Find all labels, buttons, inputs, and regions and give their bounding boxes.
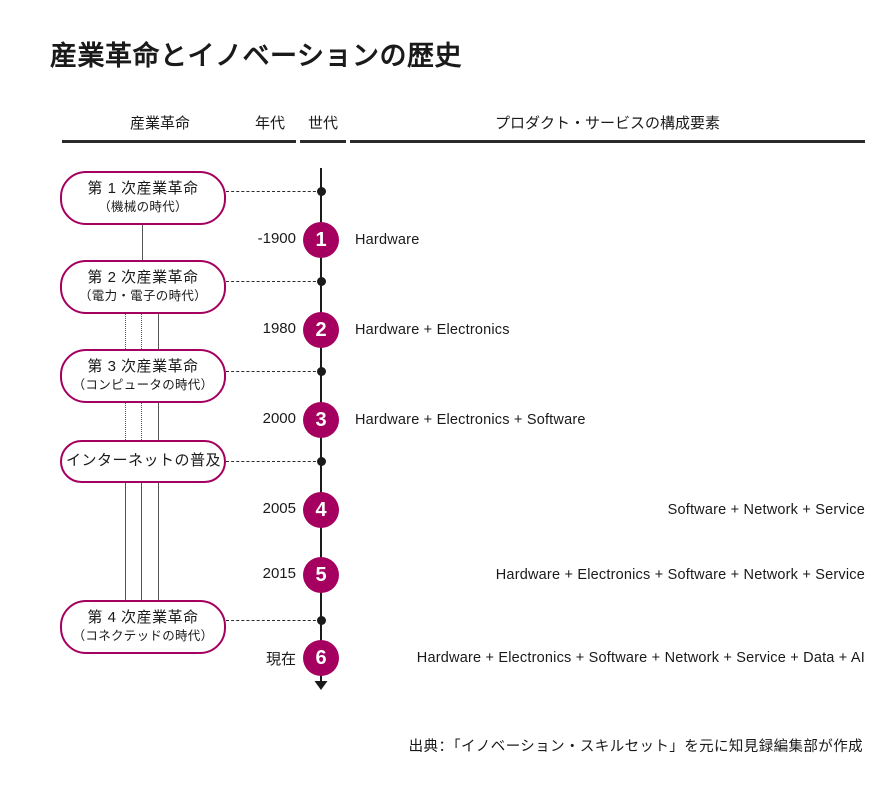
row-components: Hardware + Electronics + Software + Netw… bbox=[495, 567, 865, 583]
connector-dotted-1b bbox=[141, 312, 142, 351]
connector-dotted-2a bbox=[125, 401, 126, 442]
generation-badge-2[interactable]: 2 bbox=[303, 312, 339, 348]
row-components: Hardware + Electronics + Software + Netw… bbox=[416, 650, 865, 666]
connector-solid-2 bbox=[158, 312, 159, 351]
row-year: 2000 bbox=[262, 410, 296, 427]
leader-line-3 bbox=[226, 461, 321, 462]
leader-line-1 bbox=[226, 281, 321, 282]
era-box-title: 第 2 次産業革命 bbox=[87, 269, 199, 286]
era-box-subtitle: （機械の時代） bbox=[98, 200, 188, 215]
row-year: -1900 bbox=[257, 230, 296, 247]
leader-line-2 bbox=[226, 371, 321, 372]
connector-solid-4b bbox=[141, 482, 142, 602]
source-caption: 出典：「イノベーション・スキルセット」を元に知見録編集部が作成 bbox=[408, 739, 863, 755]
era-box-subtitle: （電力・電子の時代） bbox=[78, 289, 207, 304]
era-box-title: 第 1 次産業革命 bbox=[87, 180, 199, 197]
column-rule-revolution bbox=[62, 140, 258, 143]
generation-badge-5[interactable]: 5 bbox=[303, 557, 339, 593]
connector-dotted-1a bbox=[125, 312, 126, 351]
axis-node-2 bbox=[317, 367, 326, 376]
row-year: 2015 bbox=[262, 565, 296, 582]
era-box-title: インターネットの普及 bbox=[66, 452, 222, 469]
generation-badge-3[interactable]: 3 bbox=[303, 402, 339, 438]
era-box-subtitle: （コネクテッドの時代） bbox=[72, 629, 214, 644]
axis-node-1 bbox=[317, 277, 326, 286]
column-header-components: プロダクト・サービスの構成要素 bbox=[494, 115, 720, 132]
era-box-title: 第 4 次産業革命 bbox=[87, 609, 199, 626]
column-header-revolution: 産業革命 bbox=[129, 115, 190, 132]
era-box-title: 第 3 次産業革命 bbox=[87, 358, 199, 375]
connector-solid-4c bbox=[158, 482, 159, 602]
row-year: 現在 bbox=[265, 651, 296, 668]
era-box-2[interactable]: 第 2 次産業革命 （電力・電子の時代） bbox=[60, 260, 226, 315]
column-header-generation: 世代 bbox=[307, 115, 338, 132]
connector-solid-1 bbox=[142, 224, 143, 262]
era-box-3[interactable]: 第 3 次産業革命 （コンピュータの時代） bbox=[60, 349, 226, 404]
connector-solid-4a bbox=[125, 482, 126, 602]
column-header-era: 年代 bbox=[254, 115, 285, 132]
row-components: Hardware bbox=[355, 232, 420, 248]
generation-badge-4[interactable]: 4 bbox=[303, 492, 339, 528]
era-box-internet[interactable]: インターネットの普及 bbox=[60, 440, 226, 484]
axis-node-4 bbox=[317, 616, 326, 625]
page-title: 産業革命とイノベーションの歴史 bbox=[50, 41, 462, 71]
generation-badge-1[interactable]: 1 bbox=[303, 222, 339, 258]
connector-solid-3 bbox=[158, 401, 159, 442]
axis-node-0 bbox=[317, 187, 326, 196]
row-year: 1980 bbox=[262, 320, 296, 337]
era-box-4[interactable]: 第 4 次産業革命 （コネクテッドの時代） bbox=[60, 600, 226, 655]
column-rule-era bbox=[244, 140, 296, 143]
era-box-1[interactable]: 第 1 次産業革命 （機械の時代） bbox=[60, 171, 226, 226]
generation-badge-6[interactable]: 6 bbox=[303, 640, 339, 676]
row-year: 2005 bbox=[262, 500, 296, 517]
column-rule-generation bbox=[300, 140, 346, 143]
column-rule-components bbox=[350, 140, 865, 143]
leader-line-0 bbox=[226, 191, 321, 192]
era-box-subtitle: （コンピュータの時代） bbox=[72, 378, 214, 393]
row-components: Hardware + Electronics bbox=[355, 322, 510, 338]
row-components: Software + Network + Service bbox=[667, 502, 865, 518]
connector-dotted-2b bbox=[141, 401, 142, 442]
leader-line-4 bbox=[226, 620, 321, 621]
row-components: Hardware + Electronics + Software bbox=[355, 412, 586, 428]
axis-node-3 bbox=[317, 457, 326, 466]
